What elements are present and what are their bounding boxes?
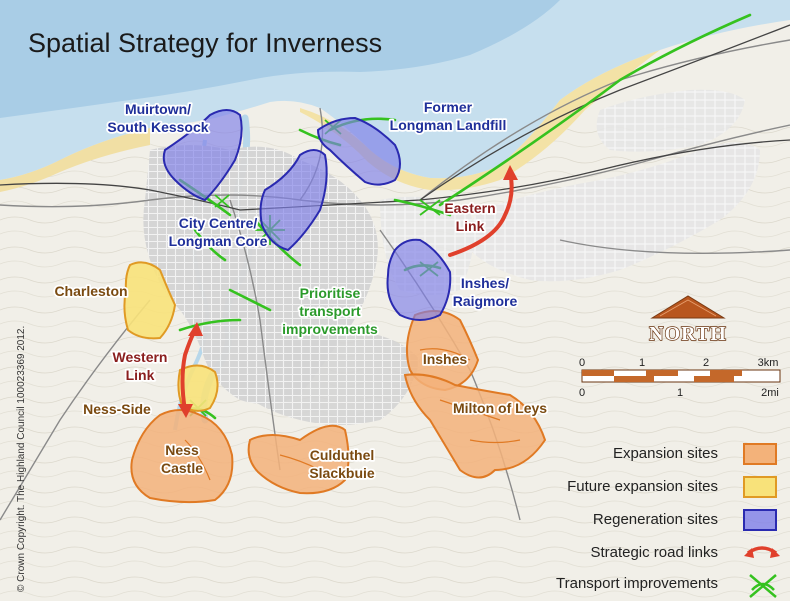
north-arrow-icon (650, 295, 726, 319)
urban-area-northeast (596, 89, 745, 152)
legend-swatch-future (743, 476, 777, 498)
expansion-site-culduthel (247, 424, 350, 495)
scale-mi-0: 0 (579, 387, 585, 399)
strategic-road-links (180, 170, 514, 412)
legend-label-future: Future expansion sites (567, 478, 718, 495)
label-eastern-link-line2: Link (456, 218, 485, 234)
label-city-centre-line1: City Centre/ (179, 215, 258, 231)
label-muirtown-line2: South Kessock (107, 119, 208, 135)
label-charleston: Charleston (54, 283, 127, 299)
copyright-notice: © Crown Copyright. The Highland Council … (16, 326, 27, 592)
legend-label-road: Strategic road links (590, 544, 718, 561)
road-link-arrow-icon (744, 546, 780, 558)
scale-bar: 0 1 2 3km 0 1 2mi (579, 357, 781, 399)
label-inshes-expansion: Inshes (423, 351, 468, 367)
legend-swatch-regeneration (743, 509, 777, 531)
label-ness-castle-line2: Castle (161, 460, 203, 476)
scale-mi-2: 2mi (761, 387, 779, 399)
urban-area-east (468, 142, 760, 282)
future-expansion-sites (123, 261, 219, 412)
beach-sand (300, 50, 660, 191)
expansion-site-inshes (405, 310, 480, 392)
legend-label-transport: Transport improvements (556, 575, 718, 592)
expansion-internal-boundaries (184, 348, 521, 481)
western-link-road (180, 328, 197, 412)
scale-mi-1: 1 (677, 387, 683, 399)
label-city-centre-line2: Longman Core (169, 233, 268, 249)
future-site-ness-side (177, 364, 219, 412)
eastern-link-road (448, 170, 514, 257)
label-ness-side: Ness-Side (83, 401, 151, 417)
regen-site-muirtown (162, 109, 243, 202)
label-milton-of-leys: Milton of Leys (453, 400, 547, 416)
map-title: Spatial Strategy for Inverness (28, 28, 382, 58)
road-link-arrowheads (178, 165, 518, 418)
regeneration-sites (162, 109, 452, 321)
label-transport-line1: Prioritise (300, 285, 361, 301)
future-site-charleston (123, 261, 177, 340)
label-culduthel-line2: Slackbuie (309, 465, 375, 481)
regen-site-inshes-raigmore (386, 238, 452, 321)
label-transport-line3: improvements (282, 321, 378, 337)
scale-km-0: 0 (579, 357, 585, 369)
beach-sand-west (0, 128, 150, 192)
scale-km-1: 1 (639, 357, 645, 369)
north-arrow: NORTH (648, 295, 727, 346)
firth-deep-water (0, 0, 560, 118)
regen-site-longman-landfill (316, 116, 401, 186)
label-culduthel-line1: Culduthel (310, 447, 375, 463)
label-inshes-raigmore-line1: Inshes/ (461, 275, 509, 291)
north-label: NORTH (649, 323, 727, 345)
railway-lines (0, 24, 790, 211)
urban-area-south (240, 325, 420, 425)
label-inshes-raigmore-line2: Raigmore (453, 293, 518, 309)
label-eastern-link-line1: Eastern (444, 200, 495, 216)
legend-swatch-expansion (743, 443, 777, 465)
expansion-site-ness-castle (130, 409, 234, 504)
label-western-link-line1: Western (113, 349, 168, 365)
label-ness-castle-line1: Ness (165, 442, 199, 458)
map-legend: Expansion sites Future expansion sites R… (556, 443, 780, 598)
scale-km-3: 3km (758, 357, 779, 369)
label-transport-line2: transport (299, 303, 361, 319)
label-muirtown-line1: Muirtown/ (125, 101, 191, 117)
legend-label-regeneration: Regeneration sites (593, 511, 718, 528)
label-western-link-line2: Link (126, 367, 155, 383)
scale-km-2: 2 (703, 357, 709, 369)
regen-site-city-centre (259, 149, 328, 252)
transport-junction-icon (749, 574, 777, 598)
label-longman-landfill-line1: Former (424, 99, 473, 115)
label-longman-landfill-line2: Longman Landfill (390, 117, 507, 133)
legend-label-expansion: Expansion sites (613, 445, 718, 462)
